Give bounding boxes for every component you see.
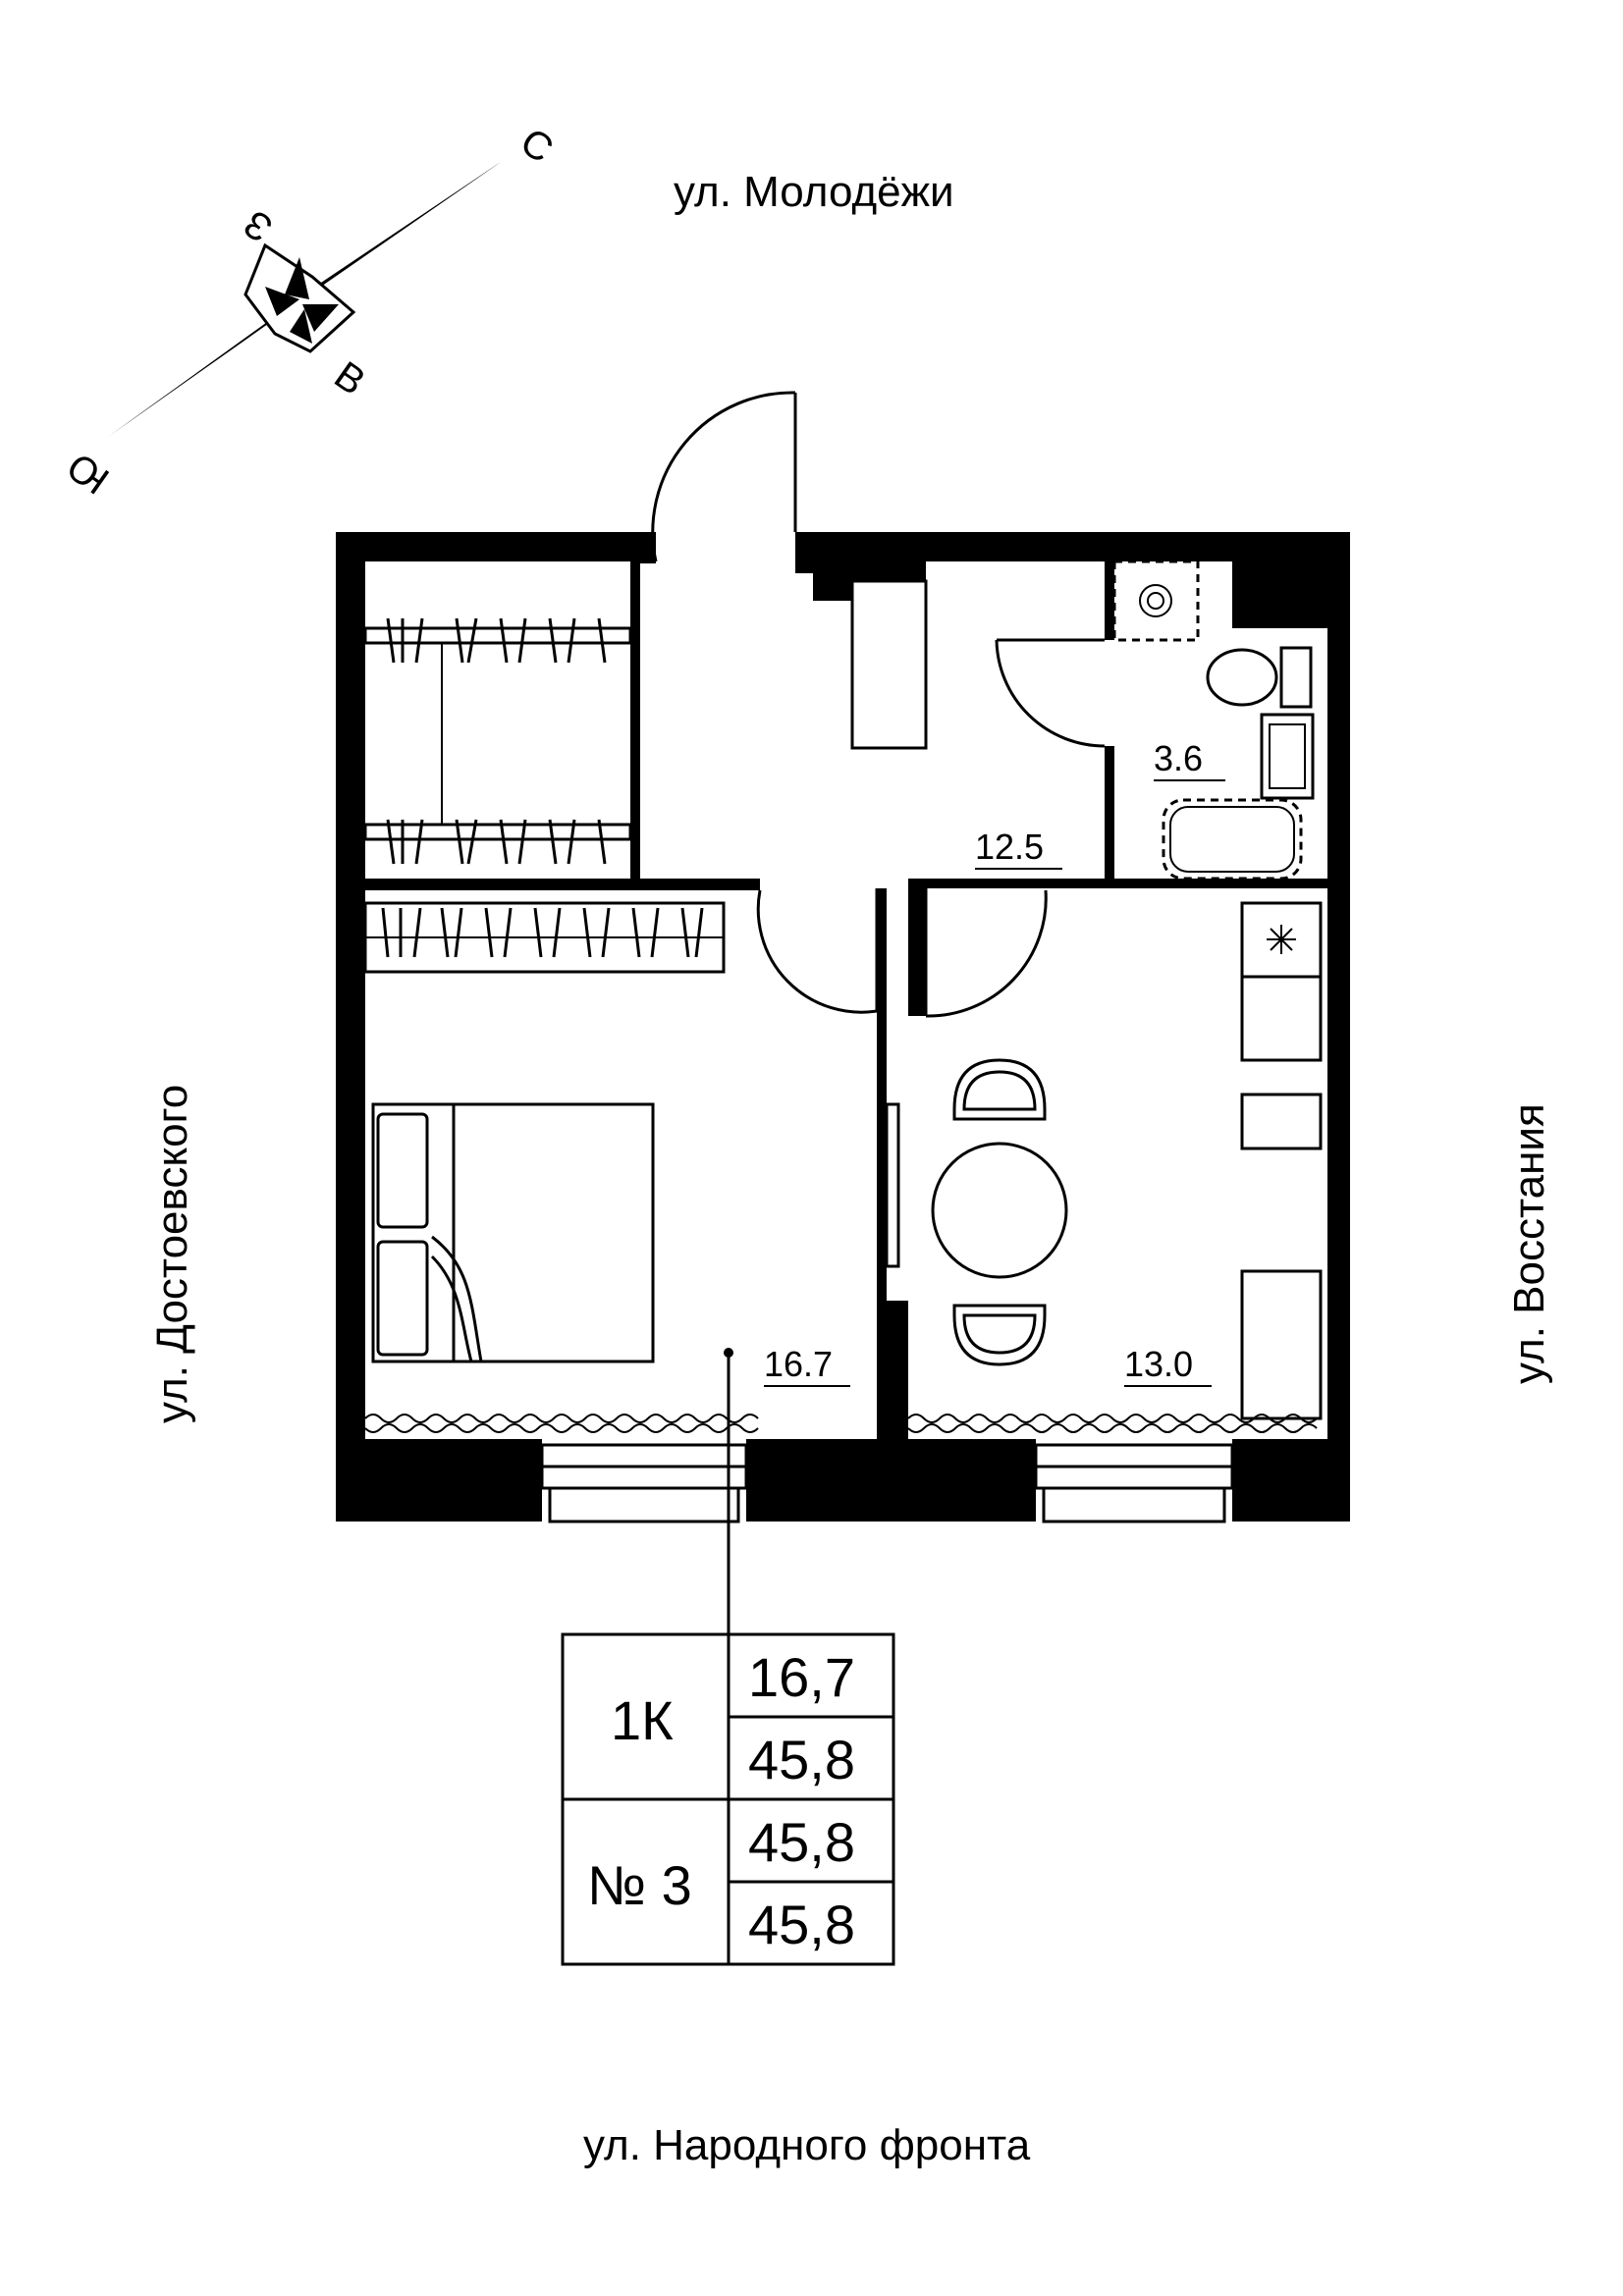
compass-needle-north xyxy=(293,162,501,306)
toilet-tank xyxy=(1279,646,1313,709)
wall-north-left xyxy=(336,532,640,561)
total-area-2: 45,8 xyxy=(748,1811,855,1873)
living-area: 16,7 xyxy=(748,1646,855,1708)
windows xyxy=(540,1443,1234,1523)
compass-needle-south xyxy=(108,299,298,437)
kitchen-units xyxy=(1240,901,1323,1420)
apartment-type: 1К xyxy=(611,1689,674,1751)
wall-kitchen-jamb xyxy=(908,888,926,1016)
room-area-bedroom: 16.7 xyxy=(764,1344,833,1384)
compass-star-facet-3 xyxy=(265,287,299,316)
wardrobe-bedroom xyxy=(363,901,726,974)
wall-north-right xyxy=(795,532,1350,561)
wall-bath-top-right xyxy=(1232,561,1350,628)
dining-set xyxy=(931,1058,1068,1366)
total-area-3: 45,8 xyxy=(748,1894,855,1955)
counter xyxy=(1240,975,1323,1062)
wall-partition-upper xyxy=(877,888,887,1301)
wall-bath-south xyxy=(1105,879,1330,888)
toilet-bowl xyxy=(1206,648,1278,707)
compass-rose: С В Ю З xyxy=(60,120,561,502)
wall-closet-east xyxy=(630,561,640,879)
walls xyxy=(336,532,1350,1522)
sliding-door xyxy=(885,1102,900,1268)
street-north-label: ул. Молодёжи xyxy=(674,168,954,216)
compass-label-west: З xyxy=(236,201,280,250)
street-west-label: ул. Достоевского xyxy=(148,1085,196,1423)
wall-hall-south-right xyxy=(908,879,1109,888)
compass-star xyxy=(243,242,356,353)
compass-label-south: Ю xyxy=(60,444,117,502)
compass-star-facet-2 xyxy=(302,304,339,332)
room-area-hall: 12.5 xyxy=(975,827,1044,867)
summary-table: 1К № 3 16,7 45,8 45,8 45,8 xyxy=(561,1632,895,1966)
compass-star-facet-4 xyxy=(290,309,312,344)
bathroom-fixtures xyxy=(1112,560,1315,881)
wall-south-2 xyxy=(746,1439,1036,1522)
wall-south-3 xyxy=(1232,1439,1350,1522)
curtains xyxy=(364,1414,1318,1433)
wall-south-1 xyxy=(336,1439,542,1522)
sink-counter xyxy=(1240,1093,1323,1150)
street-east-label: ул. Восстания xyxy=(1505,1103,1553,1384)
wall-west xyxy=(336,532,365,1522)
street-south-label: ул. Народного фронта xyxy=(583,2121,1031,2169)
wall-bath-west xyxy=(1105,746,1114,883)
room-area-bathroom: 3.6 xyxy=(1154,738,1203,778)
wardrobe-upper xyxy=(363,617,632,865)
total-area-1: 45,8 xyxy=(748,1729,855,1790)
compass-star-facet-1 xyxy=(285,257,309,299)
bed xyxy=(371,1102,655,1363)
wall-door-jamb-right xyxy=(795,532,813,573)
wall-partition-lower xyxy=(877,1301,908,1448)
compass-label-east: В xyxy=(327,353,373,403)
compass-label-north: С xyxy=(513,120,561,172)
hall-cabinet xyxy=(850,579,928,750)
room-area-kitchen: 13.0 xyxy=(1124,1344,1193,1384)
dining-table xyxy=(931,1142,1068,1279)
apartment-number: № 3 xyxy=(587,1854,692,1916)
fridge xyxy=(1240,1269,1323,1420)
bathroom-door xyxy=(995,638,1106,748)
interior-doors xyxy=(756,888,1048,1018)
wall-bedroom-north xyxy=(365,879,760,890)
entrance-door xyxy=(651,391,797,562)
wall-east xyxy=(1327,532,1350,1522)
